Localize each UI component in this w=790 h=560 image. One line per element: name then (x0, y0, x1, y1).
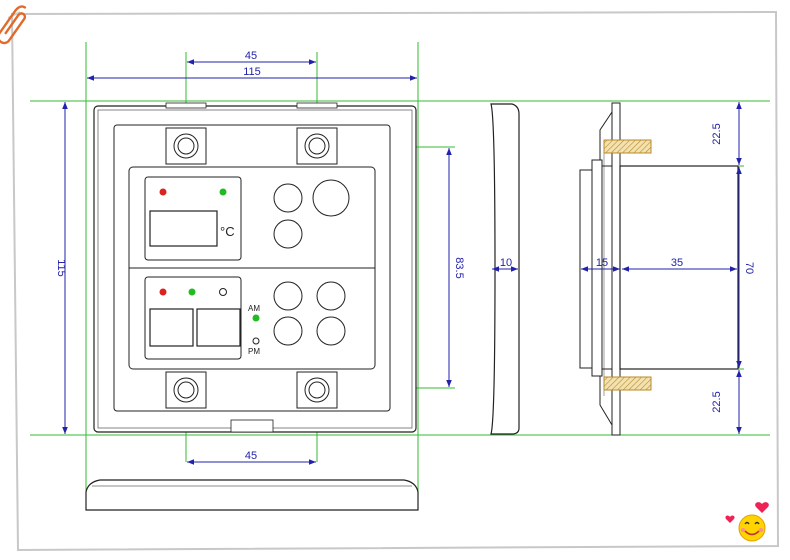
dim-body-height: 70 (743, 262, 755, 274)
round-button (273, 219, 303, 249)
screw-mount (296, 371, 338, 409)
screw-top (603, 139, 652, 154)
screw-mount (296, 127, 338, 165)
red-led (159, 188, 167, 196)
round-button (316, 281, 346, 311)
front-view: °C AM PM (93, 102, 417, 433)
screw-mount (165, 371, 207, 409)
dimension-lines (62, 59, 742, 465)
am-label: AM (248, 304, 260, 313)
smiley-hearts-icon (725, 502, 769, 542)
dim-body-depth: 35 (671, 257, 683, 269)
dim-rear-bottom: 22.5 (711, 391, 723, 412)
bottom-view (85, 479, 419, 511)
square-key (149, 308, 194, 347)
dim-front-depth: 15 (596, 257, 608, 269)
square-key (196, 308, 241, 347)
screw-mount (165, 127, 207, 165)
green-led (188, 288, 196, 296)
off-led (219, 288, 227, 296)
round-button (273, 281, 303, 311)
dim-thickness: 10 (500, 257, 512, 269)
pm-label: PM (248, 347, 260, 356)
dim-right-height: 83.5 (453, 257, 465, 278)
green-led (219, 188, 227, 196)
round-button (273, 316, 303, 346)
red-led (159, 288, 167, 296)
dim-top-outer: 115 (243, 66, 261, 78)
round-button (316, 316, 346, 346)
lcd-display (149, 210, 218, 247)
paperclip-icon (0, 5, 27, 45)
celsius-label: °C (220, 224, 235, 239)
dim-top-inner: 45 (245, 50, 257, 62)
dim-left-height: 115 (55, 259, 67, 277)
dimension-labels: 45 115 115 83.5 45 10 15 35 22.5 70 22.5 (55, 50, 755, 462)
pm-led (252, 337, 260, 345)
dim-bottom-inner: 45 (245, 450, 257, 462)
round-button (273, 183, 303, 213)
am-led (252, 314, 260, 322)
screw-bottom (603, 376, 652, 391)
round-button-large (312, 179, 350, 217)
dim-rear-top: 22.5 (711, 123, 723, 144)
